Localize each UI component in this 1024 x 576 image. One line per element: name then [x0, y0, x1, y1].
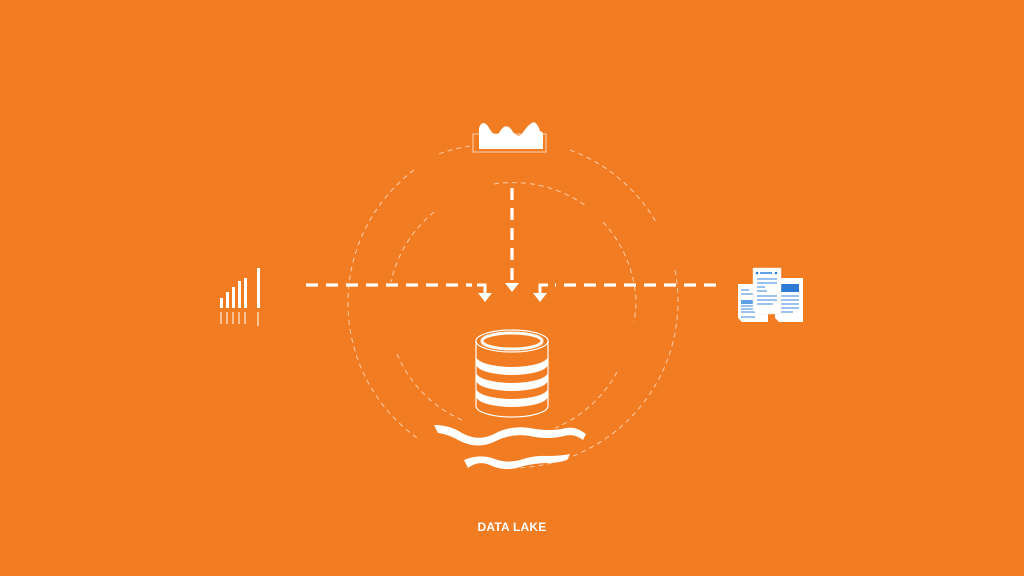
top-connector-arc [435, 145, 471, 156]
outer-ring-arc-right [569, 149, 657, 223]
database-icon [475, 329, 549, 418]
document-front [752, 267, 782, 315]
arrow-right-elbow [538, 283, 548, 295]
arrowhead-right [533, 293, 547, 302]
arrowhead-center [505, 283, 519, 292]
outer-ring-arc-left [347, 169, 421, 441]
diagram-title: DATA LAKE [477, 520, 547, 534]
arrow-left-elbow [477, 283, 487, 295]
documents-icon [738, 267, 803, 322]
arrowhead-left [478, 293, 492, 302]
orbit-rings [347, 145, 679, 469]
wave-top [434, 425, 586, 446]
outer-ring-arc-bottom-right [509, 269, 679, 469]
inner-ring-arc-right-lower [554, 371, 618, 429]
bar-chart-icon [220, 268, 260, 326]
wave-bottom [464, 454, 570, 470]
inner-ring-arc-left-lower [396, 353, 463, 421]
inner-ring-arc-top [493, 181, 587, 207]
document-right [775, 278, 803, 322]
flow-arrows [306, 188, 716, 287]
inner-ring-arc-topleft [390, 211, 435, 283]
area-chart-icon [472, 122, 547, 153]
inner-ring-arc-right [602, 221, 637, 323]
arrowheads [477, 283, 548, 302]
waves-icon [434, 425, 586, 470]
